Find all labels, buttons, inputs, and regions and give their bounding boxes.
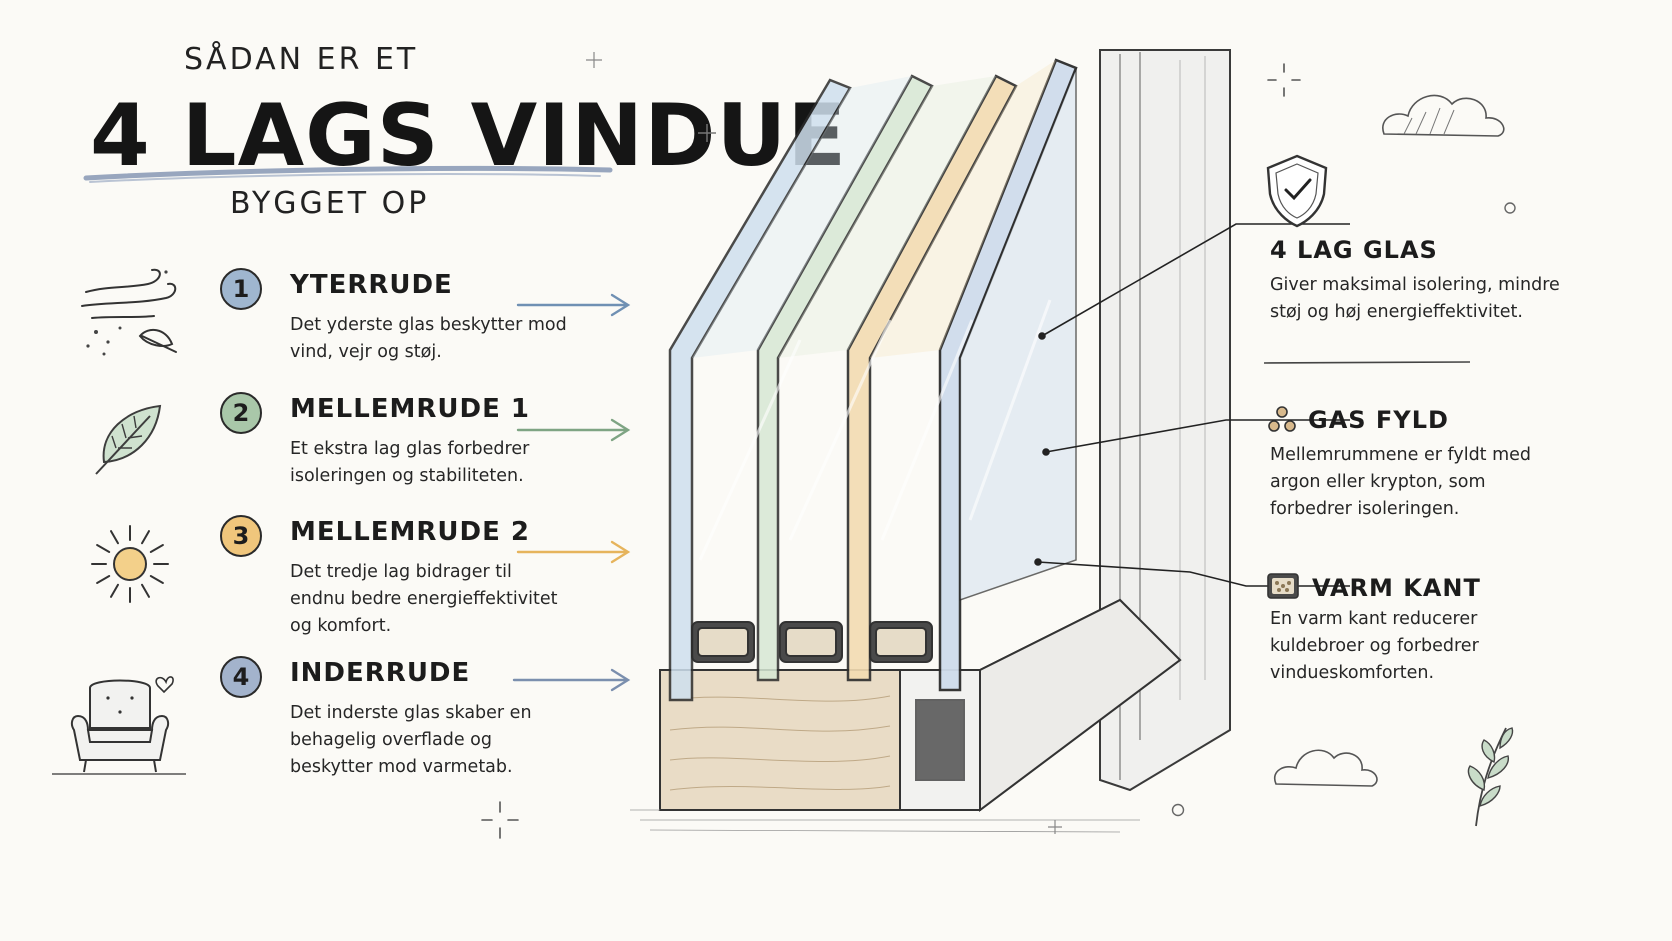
sun-icon: [91, 525, 169, 603]
cloud-icon: [1382, 94, 1505, 137]
step-4: 4 INDERRUDE Det inderste glas skaber en …: [60, 656, 580, 796]
step-description: Det tredje lag bidrager til endnu bedre …: [290, 562, 558, 636]
sparkle-icon: [1504, 202, 1516, 214]
step-title: MELLEMRUDE 2: [290, 517, 531, 547]
frame-sill: [658, 598, 1182, 812]
heading-line-1: SÅDAN ER ET: [184, 42, 419, 77]
sparkle-icon: [586, 52, 602, 68]
shield-check-icon: [1266, 154, 1328, 228]
info-description: En varm kant reducerer kuldebroer og for…: [1270, 609, 1479, 683]
divider: [1263, 361, 1471, 364]
step-title: INDERRUDE: [290, 658, 471, 688]
sun-ray: [96, 575, 111, 584]
leader-lines: [1034, 223, 1350, 587]
info-block-edge-text: En varm kant reducerer kuldebroer og for…: [1270, 606, 1570, 687]
step-2: 2 MELLEMRUDE 1 Et ekstra lag glas forbed…: [60, 392, 580, 532]
step-description: Det yderste glas beskytter mod vind, vej…: [290, 315, 567, 362]
arrow-step-2: [516, 418, 631, 442]
info-block-glass: 4 LAG GLAS Giver maksimal isolering, min…: [1270, 236, 1570, 326]
step-1: 1 YTERRUDE Det yderste glas beskytter mo…: [60, 268, 580, 408]
sparkle-icon: [698, 124, 716, 142]
info-block-gas: GAS FYLD: [1308, 406, 1608, 434]
step-number-badge: 2: [220, 392, 262, 434]
step-title: MELLEMRUDE 1: [290, 394, 531, 424]
wind-icon: [81, 268, 177, 356]
sun-ray: [110, 583, 119, 598]
plant-icon: [1467, 727, 1514, 827]
sun-ray: [110, 530, 119, 545]
cloud-icon: [1273, 749, 1378, 787]
info-block-edge: VARM KANT: [1312, 574, 1612, 602]
step-3: 3 MELLEMRUDE 2 Det tredje lag bidrager t…: [60, 515, 580, 655]
step-description: Det inderste glas skaber en behagelig ov…: [290, 703, 532, 777]
arrow-step-3: [516, 540, 631, 564]
armchair-icon: [52, 676, 186, 775]
step-number-badge: 1: [220, 268, 262, 310]
sun-ray: [149, 544, 164, 553]
gas-bubbles-icon: [1268, 406, 1296, 432]
sparkle-icon: [481, 801, 519, 839]
title-underline: [83, 165, 613, 183]
info-block-gas-text: Mellemrummene er fyldt med argon eller k…: [1270, 442, 1570, 523]
heading-line-2: BYGGET OP: [230, 186, 430, 221]
sun-ray: [141, 583, 150, 598]
sparkle-icon: [1267, 63, 1301, 97]
glass-pane-middle-2: [778, 74, 1018, 682]
step-number-badge: 3: [220, 515, 262, 557]
info-description: Mellemrummene er fyldt med argon eller k…: [1270, 445, 1532, 519]
window-cross-section: [630, 49, 1231, 833]
glass-pane-middle-1: [692, 74, 934, 682]
warm-edge-icon: [1267, 573, 1299, 599]
warm-edge-spacers: [691, 621, 933, 663]
sun-ray: [141, 530, 150, 545]
step-title: YTERRUDE: [290, 270, 453, 300]
sparkle-icon: [1171, 803, 1185, 817]
arrow-step-1: [516, 293, 631, 317]
info-title: GAS FYLD: [1308, 406, 1449, 434]
leaf-icon: [95, 404, 162, 475]
glass-pane-outer: [668, 78, 852, 702]
step-description: Et ekstra lag glas forbedrer isoleringen…: [290, 439, 530, 486]
info-title: 4 LAG GLAS: [1270, 236, 1438, 264]
info-title: VARM KANT: [1312, 574, 1481, 602]
sun-ray: [149, 575, 164, 584]
step-number-badge: 4: [220, 656, 262, 698]
sparkle-icon: [1048, 820, 1062, 834]
sun-ray: [96, 544, 111, 553]
arrow-step-4: [512, 668, 631, 692]
step-arrows: [512, 293, 631, 692]
info-description: Giver maksimal isolering, mindre støj og…: [1270, 275, 1560, 322]
